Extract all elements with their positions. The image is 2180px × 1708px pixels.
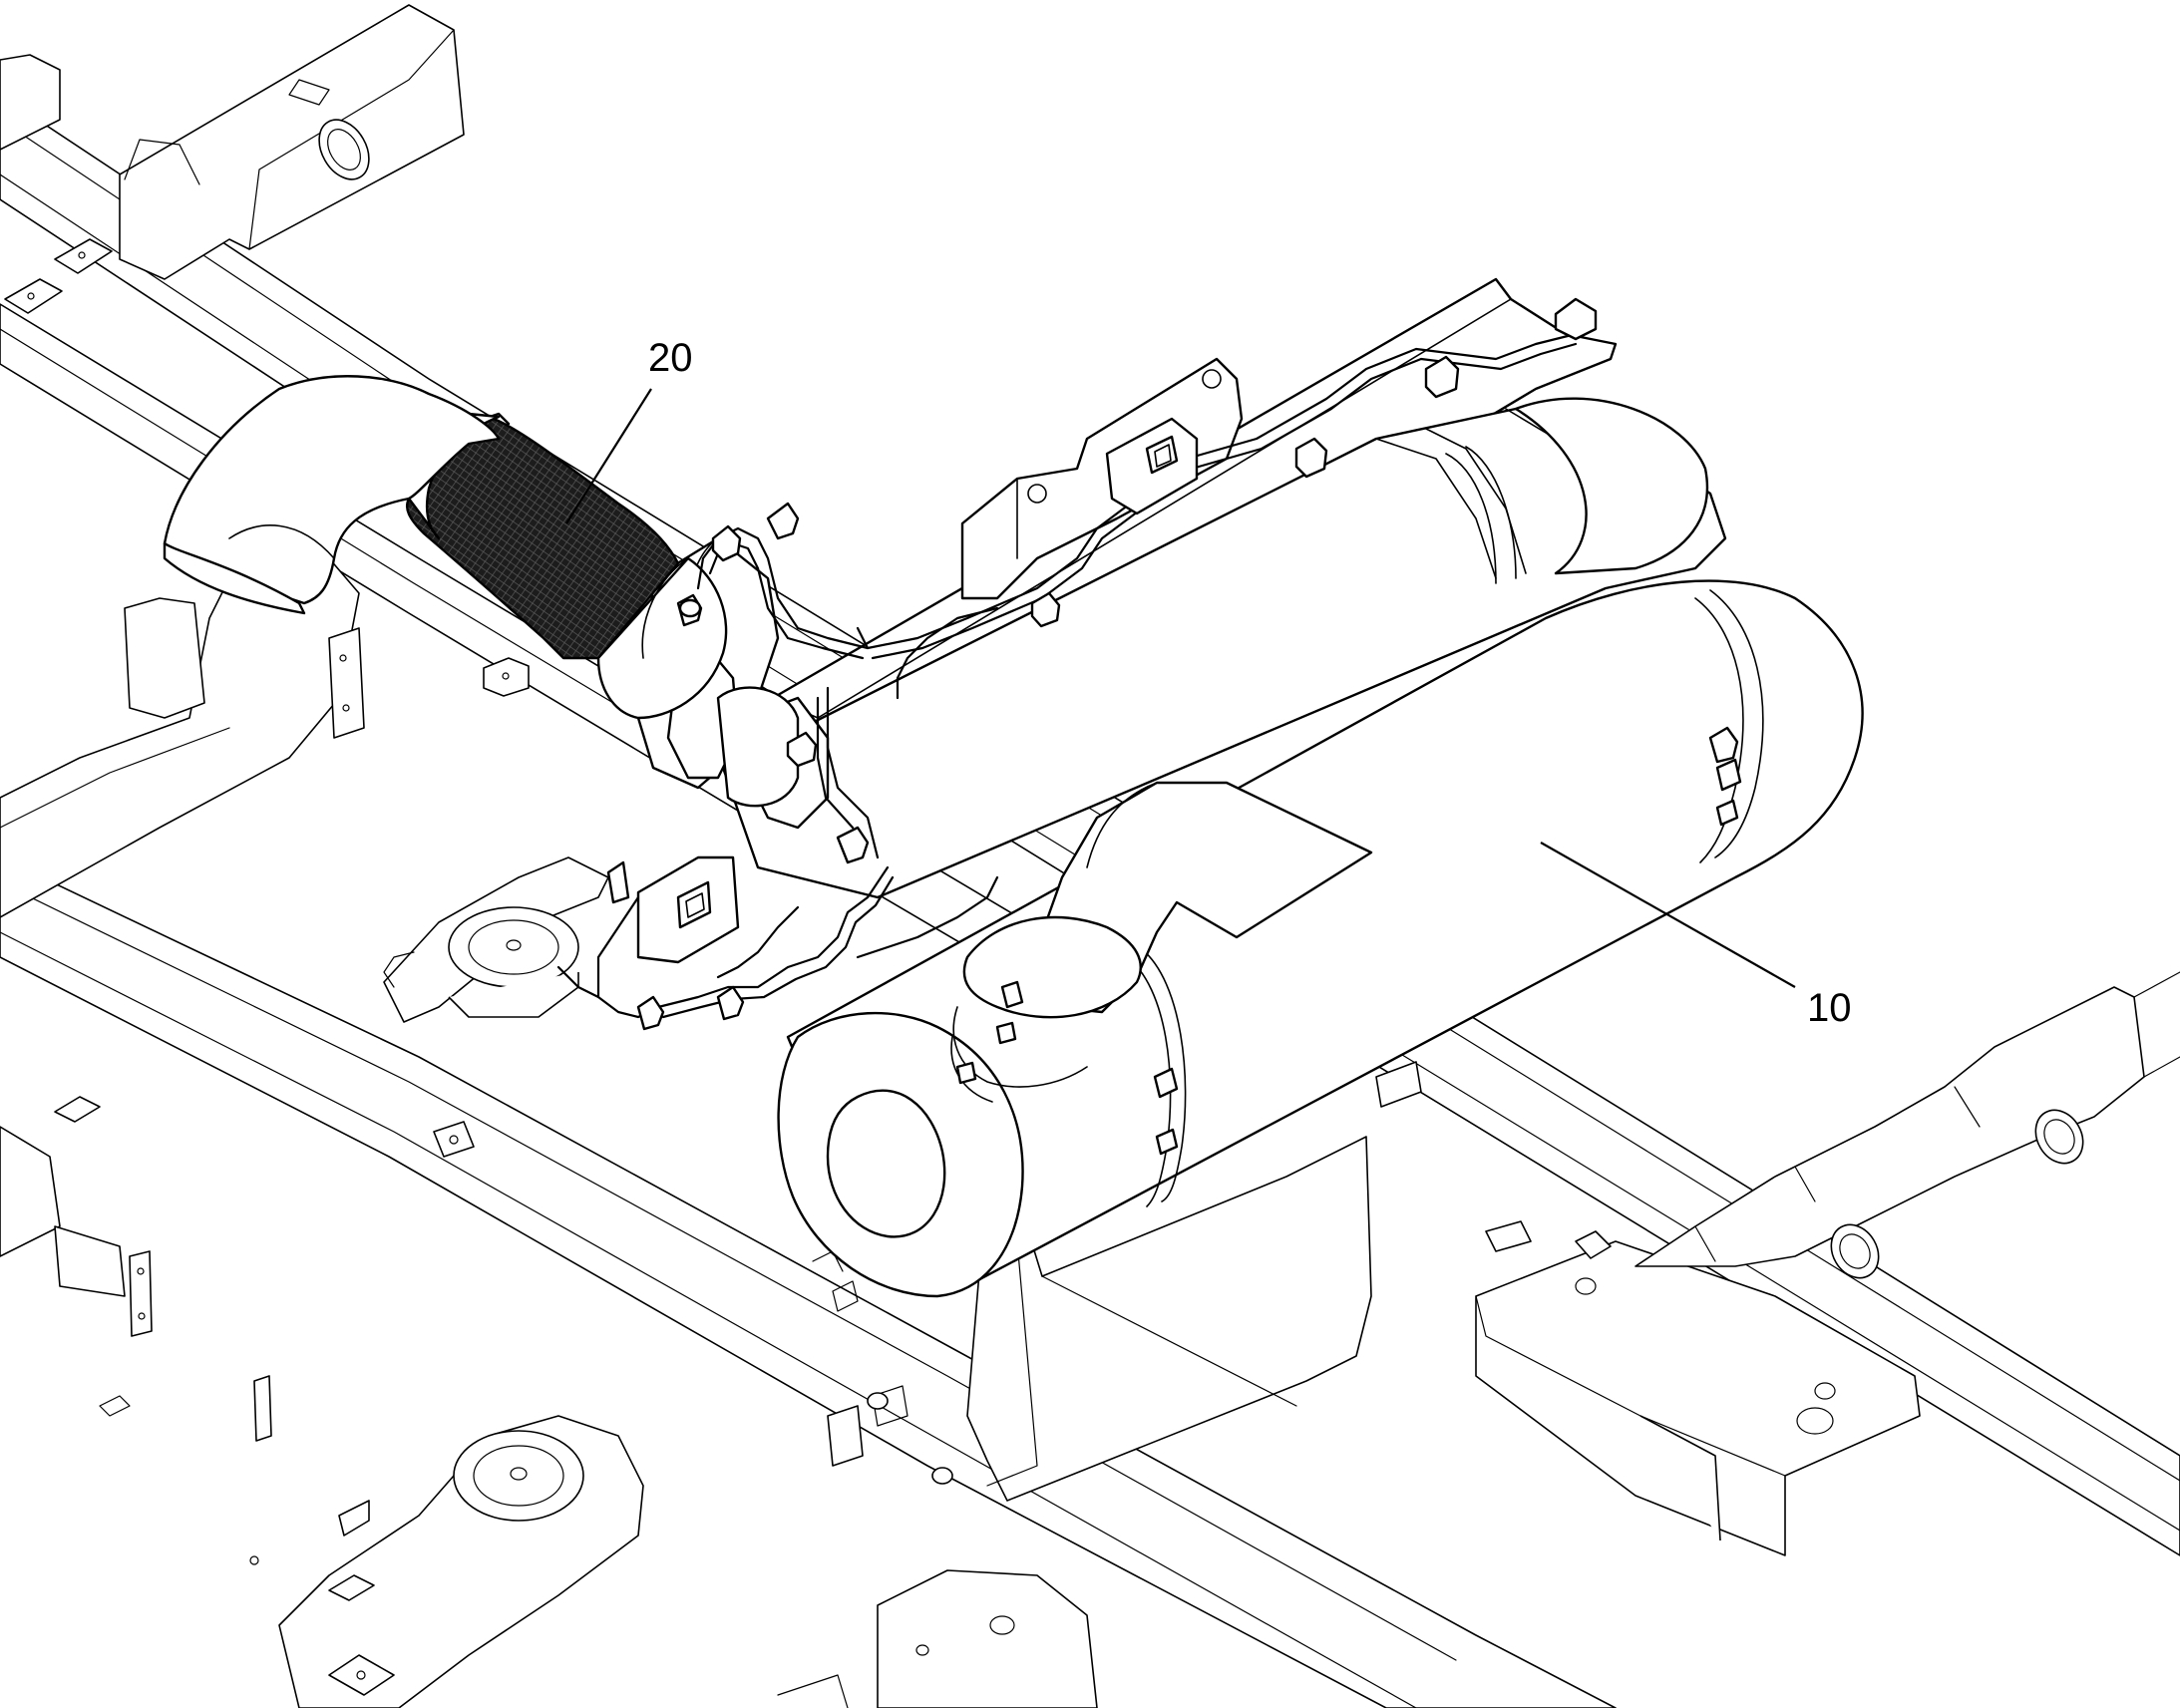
exhaust-assembly bbox=[163, 277, 1864, 1298]
callout-10: 10 bbox=[1540, 842, 1852, 1030]
callout-20: 20 bbox=[565, 336, 693, 524]
callout-20-label: 20 bbox=[648, 336, 693, 380]
callout-20-leader bbox=[565, 388, 652, 524]
sensor-modules bbox=[606, 417, 1199, 964]
callout-10-leader bbox=[1540, 842, 1796, 988]
callout-10-label: 10 bbox=[1807, 986, 1852, 1030]
harness-clips bbox=[636, 297, 1739, 1031]
